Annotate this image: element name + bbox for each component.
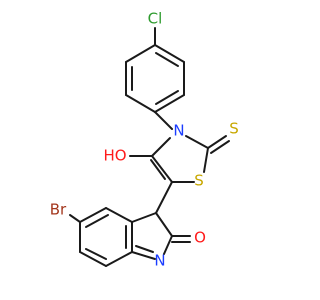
atom-label-s-thione: S — [229, 120, 239, 138]
bond — [125, 94, 156, 113]
bond-phenyl-n — [154, 111, 173, 130]
thiazole-ring — [150, 135, 209, 183]
bond — [131, 251, 156, 260]
bond — [203, 147, 209, 173]
bond-double — [155, 52, 179, 67]
bond-double — [155, 90, 179, 105]
bond-thione-double — [210, 140, 230, 154]
bond-br — [69, 214, 81, 223]
bond-double — [150, 159, 166, 180]
bond — [79, 251, 107, 267]
bond-double — [85, 248, 107, 260]
bond — [154, 94, 185, 113]
bond — [163, 235, 173, 255]
bond-thione — [207, 135, 227, 149]
atom-label-br: Br — [50, 201, 67, 219]
bond — [151, 137, 171, 157]
atom-label-oh: HO — [103, 147, 126, 165]
molecule-structure: Cl N HO S S Br O N — [50, 10, 239, 270]
indolinone-ring — [131, 212, 173, 260]
bond-double — [85, 214, 109, 228]
bond-double — [135, 245, 154, 253]
molecule-canvas: Cl N HO S S Br O N — [49, 9, 239, 270]
bond-link — [155, 181, 173, 214]
bond — [155, 212, 173, 237]
bond — [79, 207, 107, 223]
atom-label-cl: Cl — [148, 10, 163, 28]
bond — [125, 44, 156, 63]
bond — [154, 44, 185, 63]
bond — [151, 155, 173, 183]
bond — [185, 135, 209, 149]
bond — [105, 207, 133, 223]
bond — [105, 251, 133, 267]
atom-label-n: N — [173, 122, 184, 140]
atom-label-s-ring: S — [194, 172, 204, 190]
bond — [131, 212, 157, 223]
atom-label-o: O — [194, 229, 206, 247]
chlorophenyl-ring — [125, 44, 185, 113]
atom-label-n-indole: N — [154, 252, 165, 270]
benzo-ring — [79, 207, 133, 267]
